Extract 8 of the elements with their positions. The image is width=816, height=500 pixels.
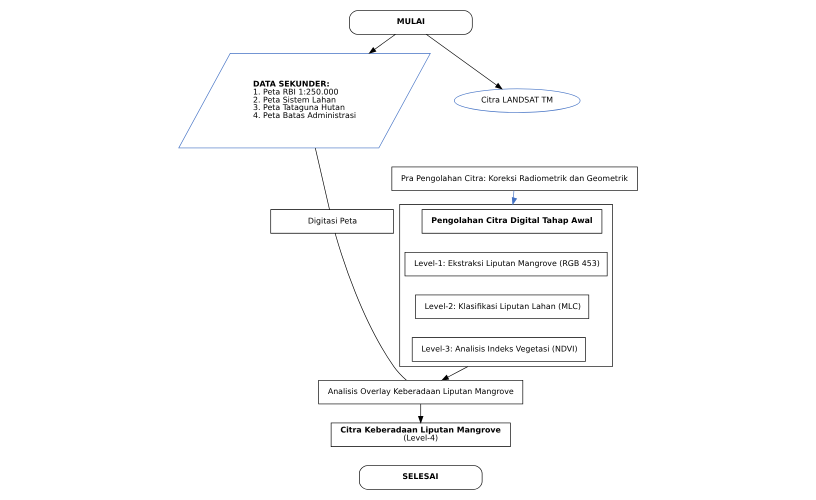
arrow — [418, 404, 424, 424]
connector — [334, 233, 407, 381]
arrow — [426, 34, 503, 90]
connector — [315, 148, 330, 210]
cluster — [399, 204, 613, 367]
arrow — [512, 190, 518, 206]
arrow — [441, 366, 468, 381]
arrow — [368, 34, 396, 54]
